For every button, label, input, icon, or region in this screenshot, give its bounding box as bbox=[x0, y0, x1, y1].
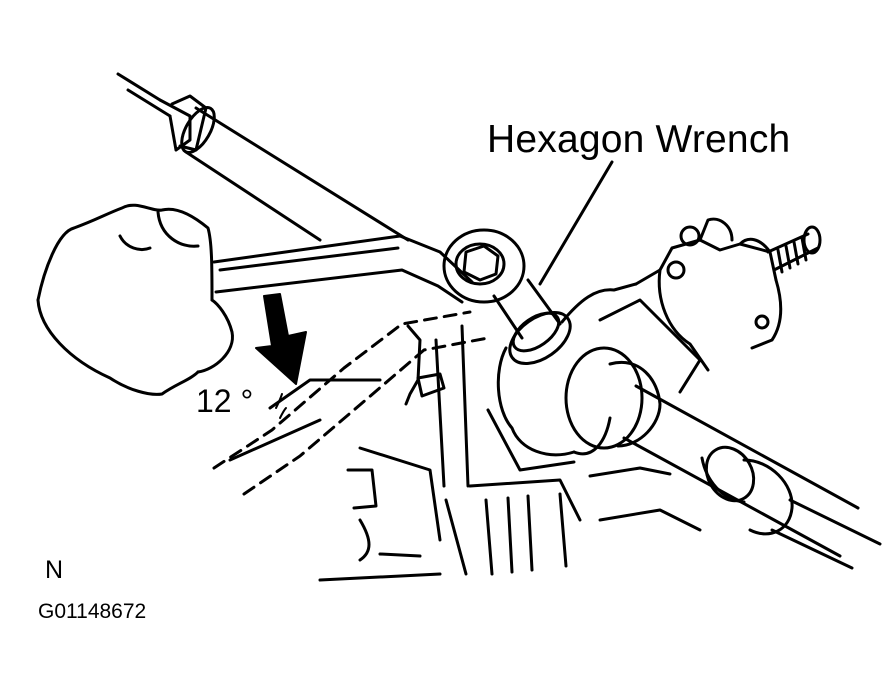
hexagon-wrench-callout: Hexagon Wrench bbox=[487, 118, 791, 161]
angle-mark-2 bbox=[279, 407, 287, 419]
hand-outline bbox=[36, 203, 234, 396]
orientation-label: N bbox=[45, 556, 64, 584]
input-shaft bbox=[766, 225, 822, 274]
wrench-box-end bbox=[442, 228, 526, 304]
gear-housing bbox=[496, 217, 783, 457]
angle-label: 12 ° bbox=[196, 383, 254, 419]
angle-mark bbox=[275, 393, 283, 409]
rotation-guide-lines bbox=[212, 310, 490, 496]
tie-rod-upper bbox=[116, 72, 410, 242]
callout-leader-line bbox=[538, 160, 614, 286]
rack-tube bbox=[564, 346, 882, 570]
hexagon-socket bbox=[492, 278, 572, 365]
wrench-handle bbox=[212, 234, 474, 304]
turn-direction-arrow bbox=[255, 293, 307, 385]
mounting-structure bbox=[228, 324, 702, 582]
figure-code: G01148672 bbox=[38, 600, 147, 623]
